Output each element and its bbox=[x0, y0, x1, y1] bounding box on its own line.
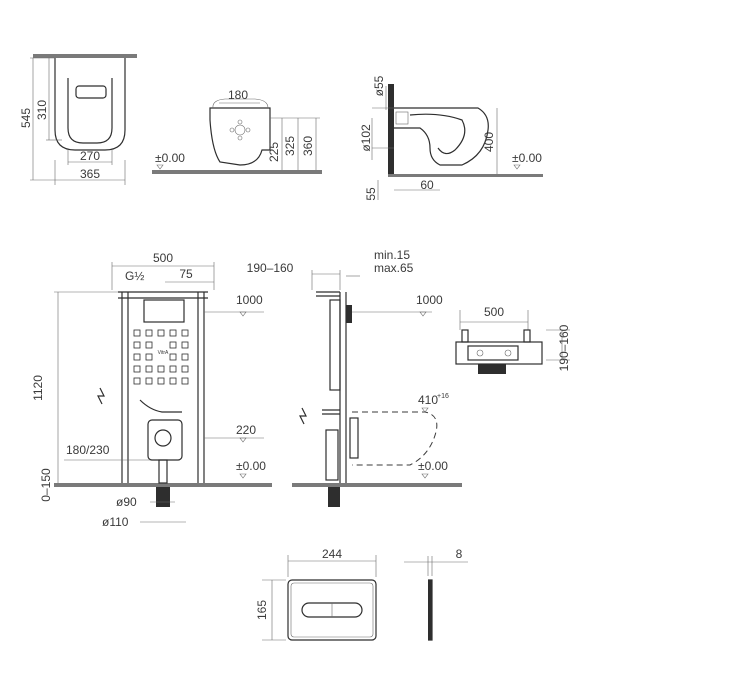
dim-190-160-top: 190–160 bbox=[557, 324, 571, 371]
dim-dia90: ø90 bbox=[116, 495, 137, 509]
dim-55: 55 bbox=[364, 187, 378, 201]
level-zero-front: ±0.00 bbox=[236, 459, 266, 473]
dim-220: 220 bbox=[236, 423, 256, 437]
dim-310: 310 bbox=[35, 100, 49, 120]
dim-410-tolerance: +16 bbox=[437, 393, 449, 400]
dim-75: 75 bbox=[179, 267, 193, 281]
dim-410: 410 bbox=[418, 393, 438, 407]
frame-side-view: 190–160 min.15 max.65 1000 410 +16 ±0.00 bbox=[247, 248, 462, 507]
dim-365: 365 bbox=[80, 167, 100, 181]
dim-8: 8 bbox=[456, 547, 463, 561]
dim-dia110: ø110 bbox=[102, 515, 129, 529]
level-zero-section: ±0.00 bbox=[512, 151, 542, 165]
dim-0-150: 0–150 bbox=[39, 468, 53, 502]
dim-244: 244 bbox=[322, 547, 342, 561]
dim-325: 325 bbox=[283, 136, 297, 156]
dim-225: 225 bbox=[267, 142, 281, 162]
dim-500-top: 500 bbox=[484, 305, 504, 319]
tank-grid bbox=[133, 329, 189, 385]
dim-1000-front: 1000 bbox=[236, 293, 263, 307]
dim-dia55: ø55 bbox=[372, 75, 386, 96]
dim-545: 545 bbox=[19, 108, 33, 128]
dim-1000-side: 1000 bbox=[416, 293, 443, 307]
dim-min15: min.15 bbox=[374, 248, 410, 262]
flush-plate-front: 244 165 bbox=[255, 547, 377, 641]
level-zero-side: ±0.00 bbox=[155, 151, 185, 165]
inlet-label: G½ bbox=[125, 269, 144, 283]
brand-label: VitrA bbox=[158, 350, 169, 356]
dim-360: 360 bbox=[301, 136, 315, 156]
frame-front-view: VitrA 500 G½ 75 1120 1000 220 180/230 0–… bbox=[31, 251, 272, 529]
dim-180-230: 180/230 bbox=[66, 443, 110, 457]
dim-max65: max.65 bbox=[374, 261, 414, 275]
dim-1120: 1120 bbox=[31, 375, 45, 401]
dim-dia102: ø102 bbox=[359, 124, 373, 152]
bowl-front-view: 545 310 270 365 bbox=[19, 54, 137, 185]
bowl-side-view: 180 225 325 360 ±0.00 bbox=[152, 88, 322, 174]
dim-190-160-side: 190–160 bbox=[247, 261, 294, 275]
dim-500-front: 500 bbox=[153, 251, 173, 265]
level-zero-side-frame: ±0.00 bbox=[418, 459, 448, 473]
flush-plate-side: 8 bbox=[404, 547, 468, 641]
dim-60: 60 bbox=[420, 178, 434, 192]
bowl-section-view: ø55 ø102 400 60 55 ±0.00 bbox=[359, 75, 543, 201]
dim-180: 180 bbox=[228, 88, 248, 102]
dim-270: 270 bbox=[80, 149, 100, 163]
dim-165: 165 bbox=[255, 600, 269, 620]
dim-400: 400 bbox=[482, 132, 496, 152]
frame-top-view: 500 190–160 bbox=[455, 305, 571, 374]
